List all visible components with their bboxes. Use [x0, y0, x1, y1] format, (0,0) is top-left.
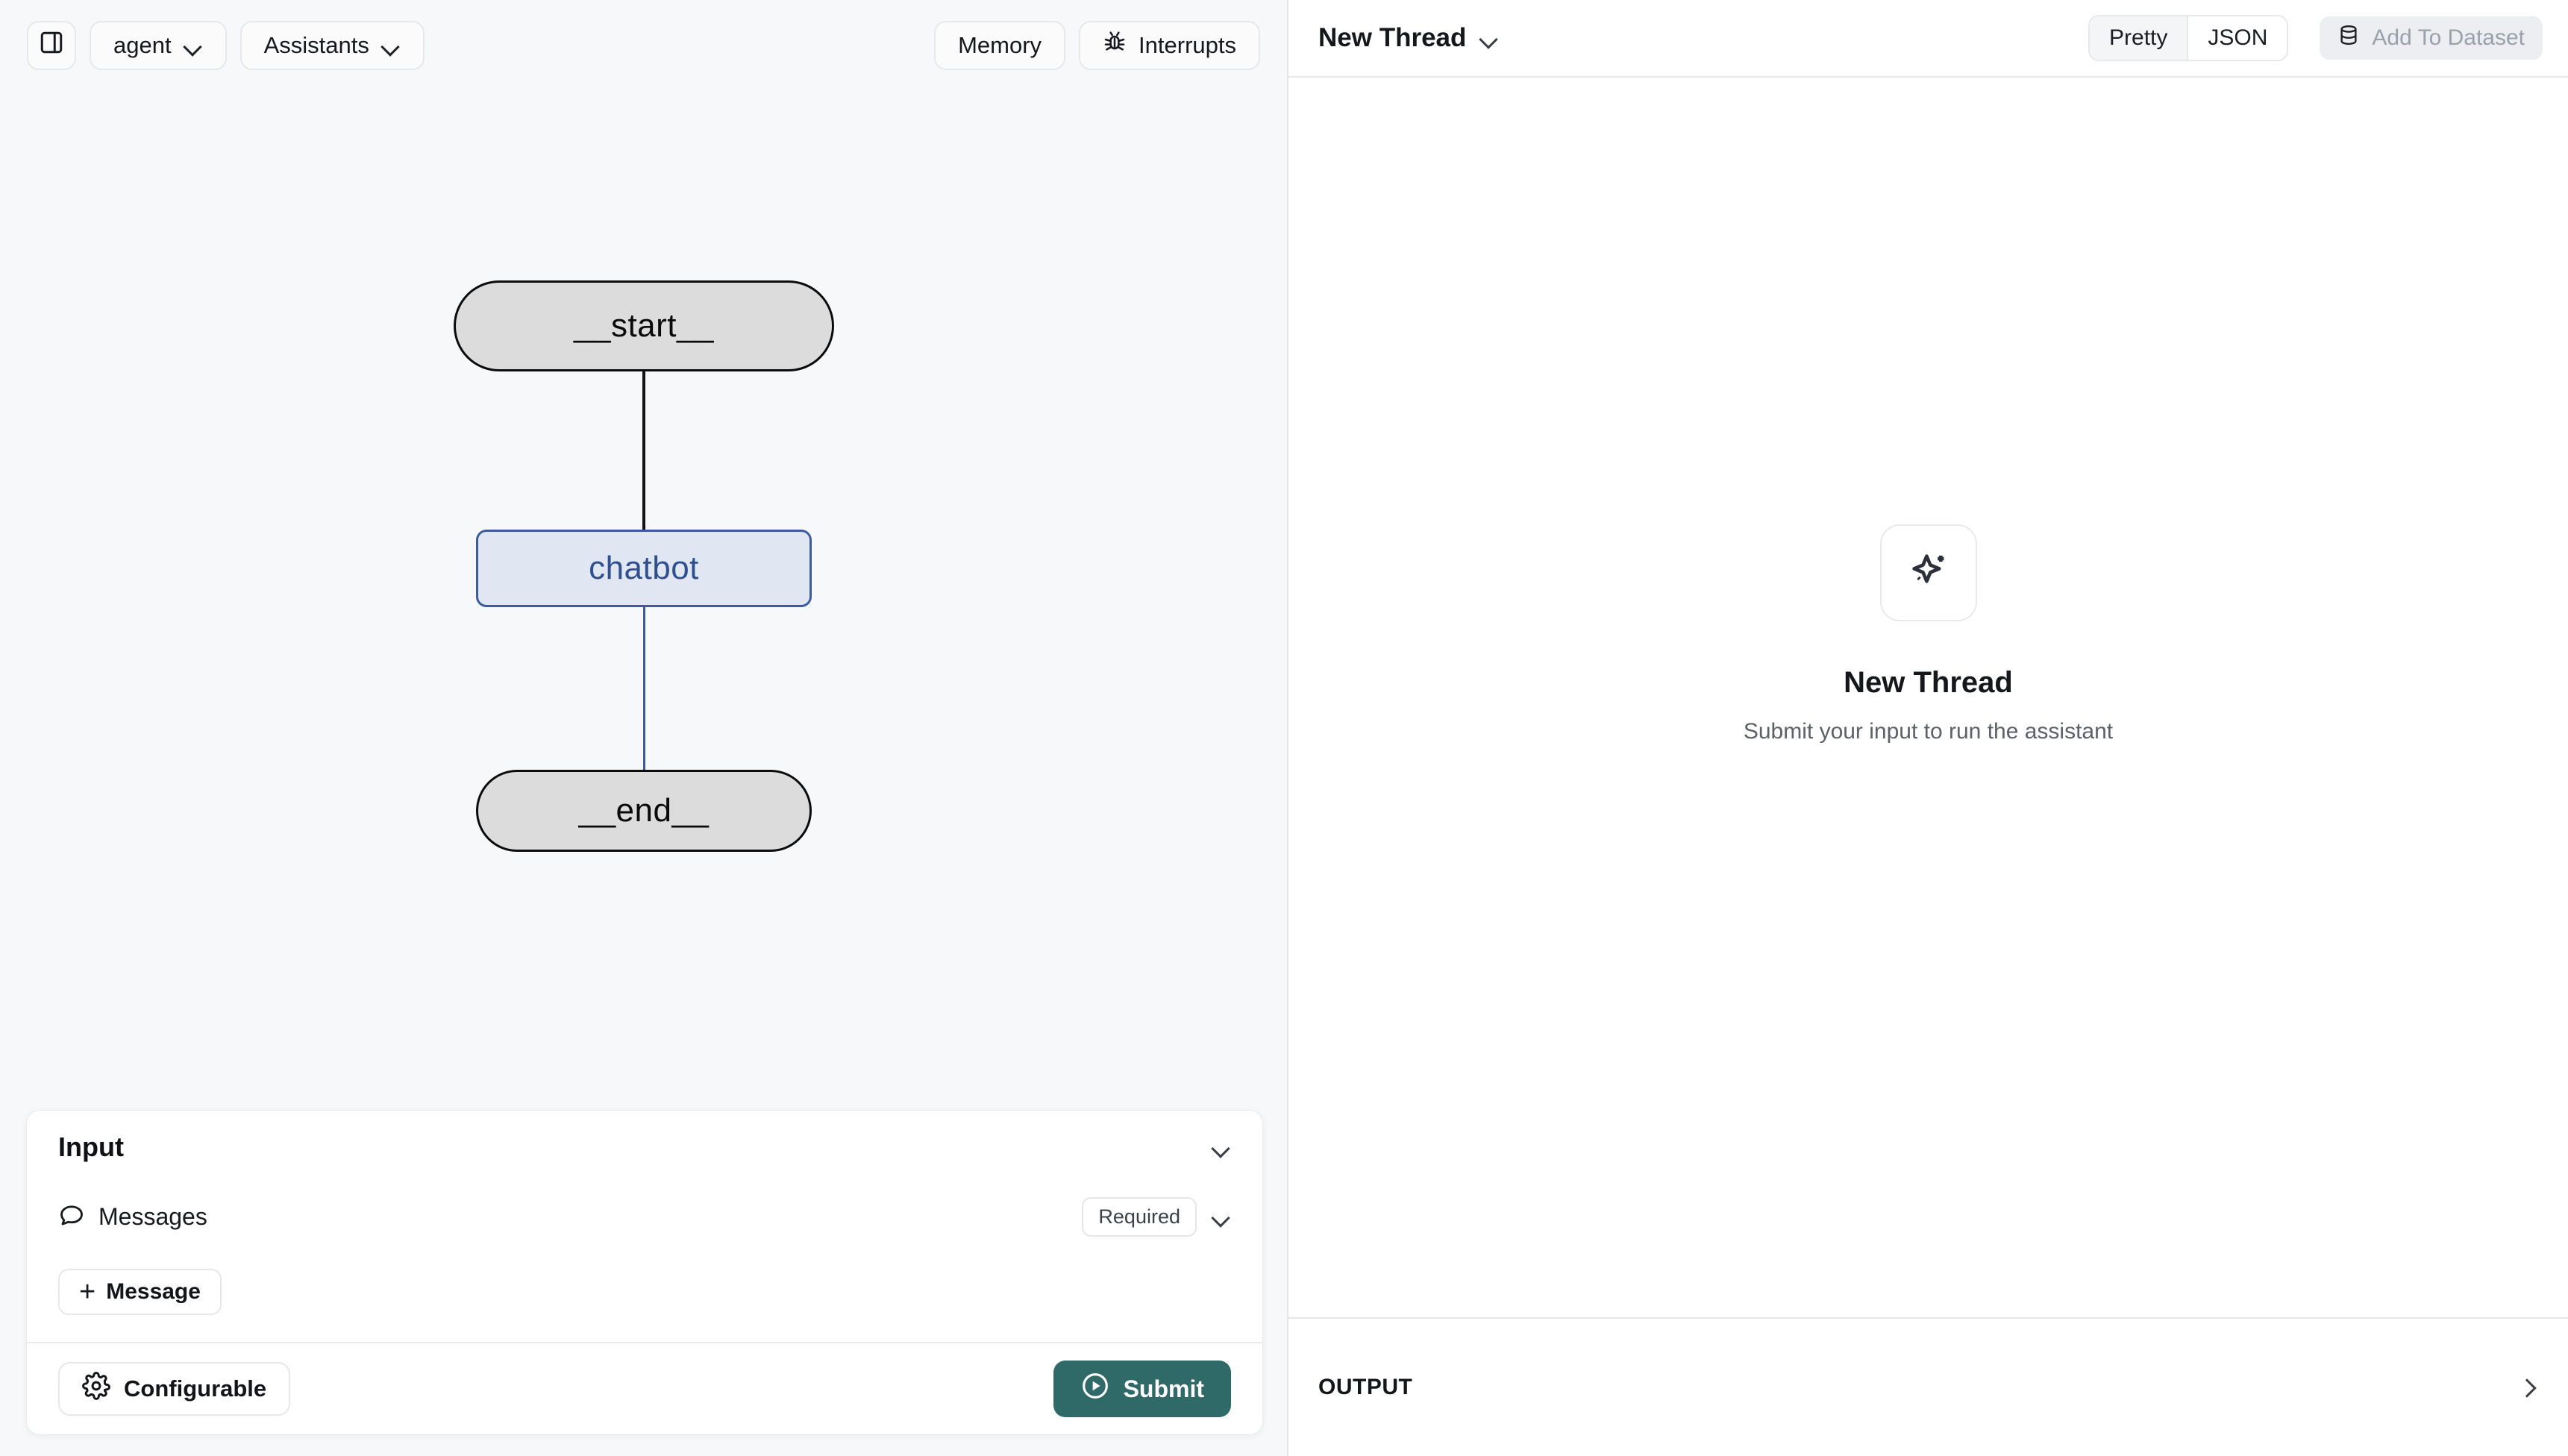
panel-toggle-icon [39, 30, 64, 61]
graph-edge-chatbot-end [643, 607, 645, 822]
messages-section-header[interactable]: Messages Required [27, 1184, 1262, 1249]
thread-empty-state: New Thread Submit your input to run the … [1288, 78, 2568, 1317]
add-message-label: Message [106, 1279, 201, 1304]
database-icon [2337, 24, 2360, 52]
input-panel-header[interactable]: Input [27, 1111, 1262, 1184]
bug-icon [1103, 31, 1127, 60]
configurable-label: Configurable [124, 1375, 267, 1402]
memory-button[interactable]: Memory [934, 21, 1066, 70]
empty-state-title: New Thread [1844, 665, 2013, 699]
graph-canvas[interactable]: __start__ chatbot __end__ [0, 91, 1287, 1456]
messages-section-controls: Required [1082, 1196, 1231, 1237]
graph-node-label: __end__ [578, 792, 710, 829]
output-bar[interactable]: OUTPUT [1288, 1317, 2568, 1456]
right-panel: New Thread Pretty JSON Add To Dataset [1288, 0, 2568, 1456]
graph-select-label: agent [113, 32, 172, 58]
sparkles-icon [1905, 547, 1952, 597]
left-toolbar: agent Assistants Memory [0, 0, 1287, 91]
submit-label: Submit [1123, 1375, 1204, 1402]
assistants-select-button[interactable]: Assistants [239, 21, 425, 70]
chevron-down-icon [381, 36, 401, 55]
sparkles-icon-container [1879, 524, 1977, 621]
chevron-down-icon[interactable] [1479, 28, 1499, 48]
graph-node-end[interactable]: __end__ [476, 770, 812, 852]
chevron-down-icon[interactable] [1212, 1138, 1231, 1157]
graph-node-label: chatbot [589, 550, 699, 586]
graph-node-start[interactable]: __start__ [454, 280, 834, 371]
input-panel-footer: Configurable Submit [27, 1342, 1262, 1434]
add-to-dataset-label: Add To Dataset [2372, 25, 2525, 50]
chevron-right-icon[interactable] [2519, 1378, 2538, 1397]
view-mode-toggle: Pretty JSON [2088, 15, 2289, 61]
submit-button[interactable]: Submit [1053, 1361, 1231, 1417]
add-to-dataset-button[interactable]: Add To Dataset [2320, 16, 2543, 60]
input-panel: Input Messages Required + Messag [26, 1110, 1263, 1435]
messages-section-body: + Message [27, 1249, 1262, 1342]
required-badge: Required [1082, 1196, 1197, 1237]
plus-icon: + [79, 1276, 96, 1308]
left-panel: agent Assistants Memory [0, 0, 1288, 1456]
thread-title: New Thread [1318, 23, 1467, 52]
output-label: OUTPUT [1318, 1375, 1413, 1399]
graph-edge-start-chatbot [642, 371, 645, 586]
graph-node-label: __start__ [574, 307, 714, 344]
chevron-down-icon[interactable] [1212, 1207, 1231, 1226]
input-panel-title: Input [58, 1132, 124, 1162]
chat-bubble-icon [58, 1202, 85, 1232]
thread-header: New Thread Pretty JSON Add To Dataset [1288, 0, 2568, 78]
play-circle-icon [1080, 1371, 1110, 1407]
gear-icon [82, 1372, 110, 1406]
graph-select-button[interactable]: agent [90, 21, 227, 70]
add-message-button[interactable]: + Message [58, 1269, 222, 1315]
sidebar-toggle-button[interactable] [27, 21, 76, 70]
interrupts-button-label: Interrupts [1139, 32, 1236, 58]
memory-button-label: Memory [958, 32, 1042, 58]
assistants-select-label: Assistants [263, 32, 369, 58]
chevron-down-icon [184, 36, 203, 55]
view-mode-pretty[interactable]: Pretty [2090, 16, 2188, 60]
configurable-button[interactable]: Configurable [58, 1362, 291, 1416]
messages-section-label: Messages [98, 1202, 207, 1230]
empty-state-subtitle: Submit your input to run the assistant [1743, 718, 2114, 744]
view-mode-json[interactable]: JSON [2187, 16, 2287, 60]
graph-node-chatbot[interactable]: chatbot [476, 530, 812, 607]
interrupts-button[interactable]: Interrupts [1079, 21, 1260, 70]
